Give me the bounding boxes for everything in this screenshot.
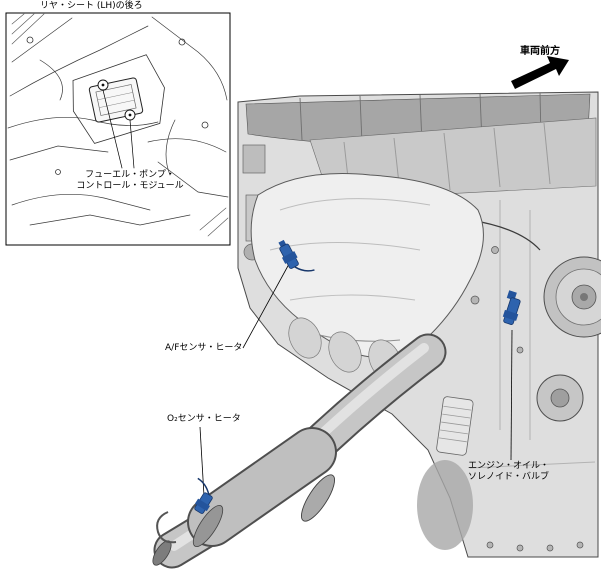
af-sensor-heater-label: A/Fセンサ・ヒータ xyxy=(165,343,243,353)
oil-solenoid-valve-label-line1: エンジン・オイル・ xyxy=(468,461,550,471)
engine-illustration xyxy=(152,91,601,569)
inset-body-lines xyxy=(7,16,229,226)
inset-bolt-holes xyxy=(26,36,209,175)
exhaust-flange xyxy=(301,474,335,522)
oil-solenoid-valve-label-line2: ソレノイド・バルブ xyxy=(468,472,550,482)
vehicle-front-label: 車両前方 xyxy=(520,46,560,57)
o2-sensor-leader-line xyxy=(199,426,205,497)
inset-hatching xyxy=(11,13,229,237)
oil-solenoid-highlight xyxy=(502,290,521,325)
crank-pulley xyxy=(543,256,601,338)
fuel-pump-module-label-line2: コントロール・モジュール xyxy=(76,181,184,191)
inset-title: リヤ・シート (LH)の後ろ xyxy=(40,1,143,11)
oil-solenoid-valve-label: エンジン・オイル・ ソレノイド・バルブ xyxy=(468,461,549,483)
callout-leader-lines xyxy=(199,263,513,497)
af-sensor-leader-line xyxy=(242,263,290,349)
inset-leader-lines xyxy=(102,89,135,169)
fuel-pump-module-label-line1: フューエル・ポンプ・ xyxy=(85,170,175,180)
block-texture xyxy=(469,200,596,469)
o2-sensor-heater-label: O₂センサ・ヒータ xyxy=(167,414,241,424)
bolt-heads xyxy=(470,246,584,552)
idler-pulley xyxy=(536,374,584,422)
oil-filter xyxy=(436,396,474,456)
ignition-coil xyxy=(242,144,266,174)
inset-border xyxy=(5,12,231,246)
exhaust-downpipe xyxy=(153,333,447,569)
front-direction-arrow-icon xyxy=(511,56,569,89)
oil-solenoid-leader-line xyxy=(510,329,513,461)
inset-diagram xyxy=(5,12,231,246)
af-sensor-highlight xyxy=(278,239,315,272)
o2-sensor-highlight xyxy=(194,477,213,514)
fuel-pump-module-label: フューエル・ポンプ・ コントロール・モジュール xyxy=(50,170,210,192)
converter-end-cap xyxy=(192,505,224,547)
lower-cavity-shadow xyxy=(417,460,473,550)
exhaust-hanger xyxy=(156,511,177,544)
